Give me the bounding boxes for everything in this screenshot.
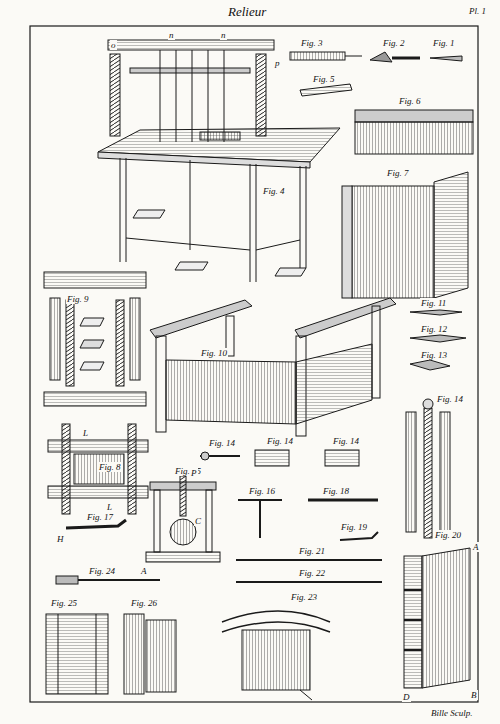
callout-letter: P	[190, 468, 198, 478]
callout-letter: C	[194, 516, 202, 526]
callout-letter: A	[472, 542, 480, 552]
standing-press	[146, 476, 220, 562]
callout-letter: B	[470, 690, 478, 700]
figure-label: Fig. 5	[312, 74, 336, 84]
figure-label: Fig. 1	[432, 38, 456, 48]
figure-label: Fig. 19	[340, 522, 368, 532]
figure-label: Fig. 17	[86, 512, 114, 522]
plate-border	[30, 26, 478, 702]
callout-letter: n	[168, 30, 175, 40]
figure-label: Fig. 3	[300, 38, 324, 48]
small-tools	[290, 52, 462, 96]
figure-label: Fig. 14	[436, 394, 464, 404]
figure-label: Fig. 24	[88, 566, 116, 576]
sewing-frame	[222, 611, 330, 700]
press-parts	[44, 272, 146, 406]
figure-label: Fig. 12	[420, 324, 448, 334]
sewing-table	[98, 40, 340, 282]
figure-label: Fig. 18	[322, 486, 350, 496]
plate-note: Pl. 1	[468, 6, 487, 16]
rods	[56, 500, 382, 584]
book-stacks	[46, 614, 176, 694]
figure-label: Fig. 13	[420, 350, 448, 360]
callout-letter: o	[110, 40, 117, 50]
figure-label: Fig. 22	[298, 568, 326, 578]
callout-letter: L	[106, 502, 113, 512]
callout-letter: D	[402, 692, 411, 702]
figure-label: Fig. 23	[290, 592, 318, 602]
callout-letter: L	[82, 428, 89, 438]
figure-label: Fig. 20	[434, 530, 462, 540]
figure-label: Fig. 15	[174, 466, 202, 476]
figure-label: Fig. 26	[130, 598, 158, 608]
cabinet	[342, 172, 468, 298]
bound-book	[404, 548, 470, 688]
figure-label: Fig. 9	[66, 294, 90, 304]
callout-letter: A	[140, 566, 148, 576]
figure-label: Fig. 6	[398, 96, 422, 106]
callout-letter: H	[56, 534, 65, 544]
comb	[355, 110, 473, 154]
trough	[150, 298, 396, 436]
figure-label: Fig. 25	[50, 598, 78, 608]
figure-label: Fig. 11	[420, 298, 447, 308]
lying-press	[48, 424, 148, 514]
figure-label: Fig. 2	[382, 38, 406, 48]
figure-label: Fig. 10	[200, 348, 228, 358]
figure-label: Fig. 14	[208, 438, 236, 448]
callout-letter: n	[220, 30, 227, 40]
figure-label: Fig. 14	[266, 436, 294, 446]
figure-label: Fig. 14	[332, 436, 360, 446]
figure-label: Fig. 4	[262, 186, 286, 196]
plate-note: Bille Sculp.	[430, 708, 474, 718]
figure-label: Fig. 21	[298, 546, 326, 556]
figure-label: Fig. 7	[386, 168, 410, 178]
plate-title: Relieur	[228, 4, 266, 20]
figure-label: Fig. 16	[248, 486, 276, 496]
figure-label: Fig. 8	[98, 462, 122, 472]
knives	[410, 310, 466, 370]
callout-letter: p	[274, 58, 281, 68]
